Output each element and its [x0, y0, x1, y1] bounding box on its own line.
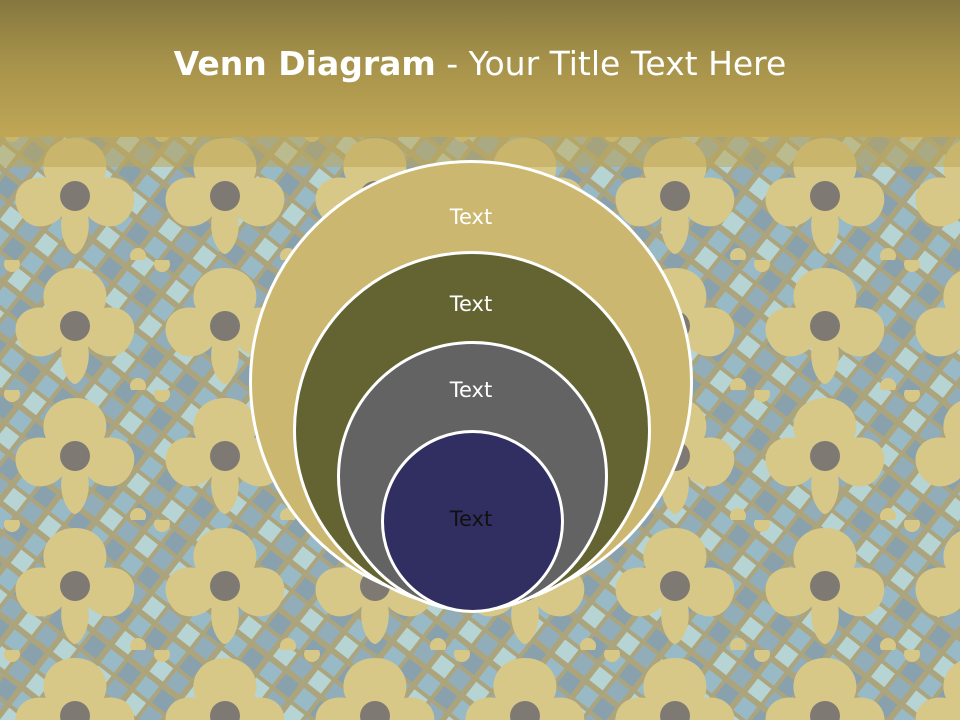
- inner-circle-label: Text: [449, 507, 493, 531]
- slide-title-bold: Venn Diagram: [173, 44, 436, 83]
- second-circle-label: Text: [449, 292, 493, 316]
- slide-title: Venn Diagram - Your Title Text Here: [0, 40, 960, 88]
- inner-circle: [381, 430, 564, 613]
- title-band: [0, 0, 960, 137]
- outer-circle-label: Text: [449, 205, 493, 229]
- third-circle-label: Text: [449, 378, 493, 402]
- slide-title-rest: - Your Title Text Here: [435, 44, 787, 83]
